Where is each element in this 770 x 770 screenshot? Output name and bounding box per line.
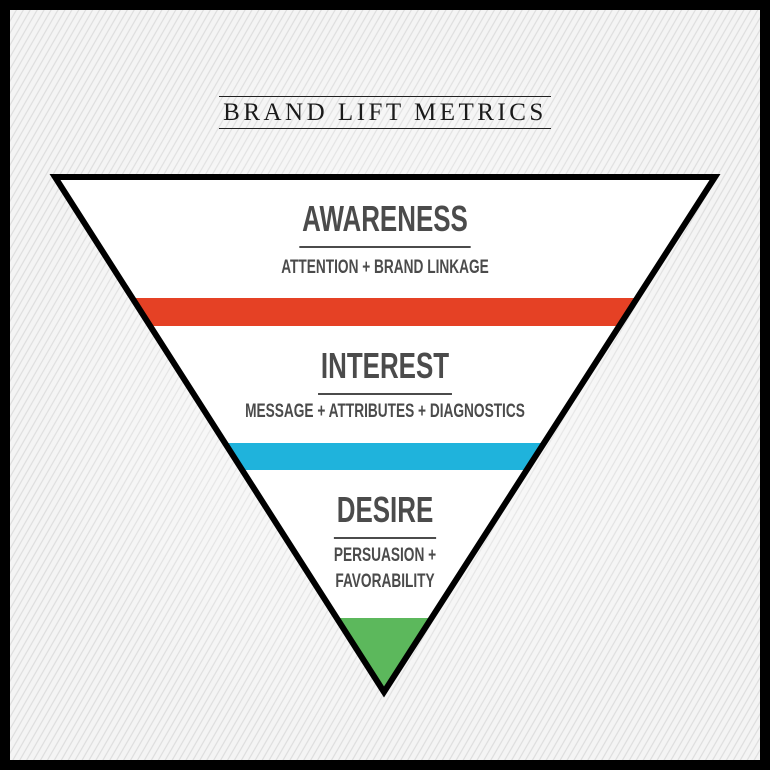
funnel-fill [52, 175, 718, 695]
desire-detail-line2: FAVORABILITY [335, 571, 435, 592]
interest-heading: INTEREST [108, 345, 662, 395]
funnel-outline [49, 174, 721, 698]
interest-detail: MESSAGE + ATTRIBUTES + DIAGNOSTICS [245, 401, 525, 422]
interest-band [52, 443, 718, 470]
awareness-detail: ATTENTION + BRAND LINKAGE [281, 257, 489, 278]
awareness-heading: AWARENESS [108, 198, 662, 248]
desire-heading: DESIRE [108, 489, 662, 539]
awareness-band [52, 298, 718, 326]
desire-detail-line1: PERSUASION + [333, 545, 437, 566]
chart-title: BRAND LIFT METRICS [0, 96, 770, 129]
